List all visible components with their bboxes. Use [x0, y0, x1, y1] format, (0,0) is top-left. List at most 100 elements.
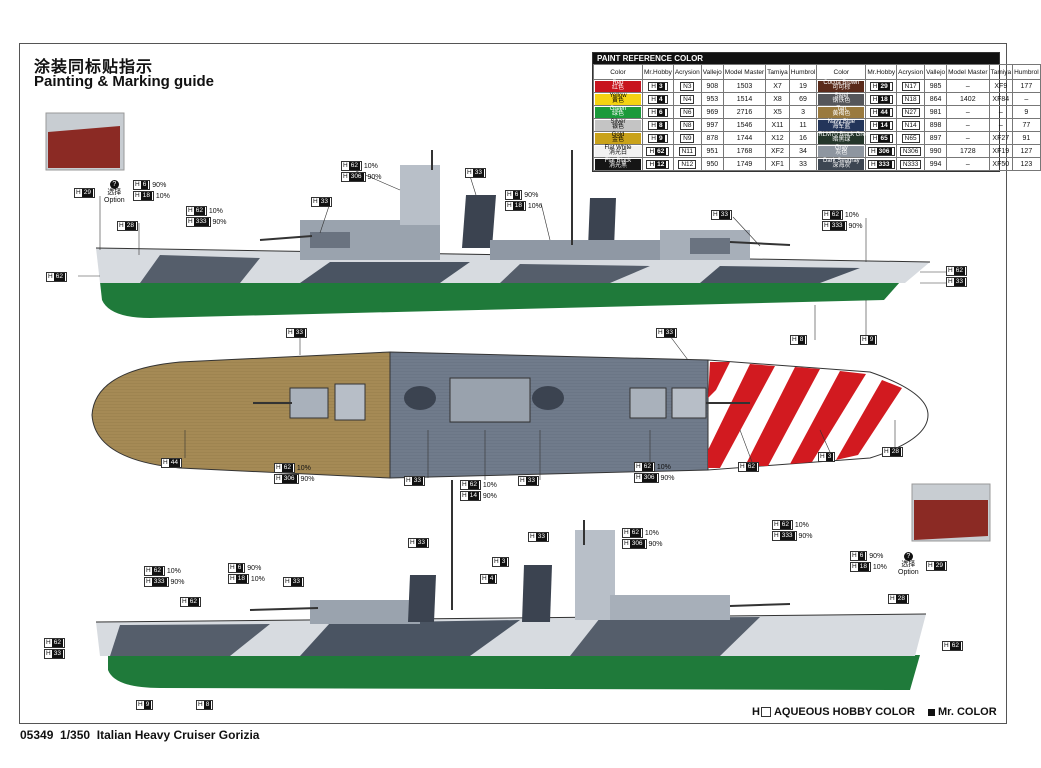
paint-acrysion: N17 — [896, 79, 926, 93]
paint-acrysion: N6 — [672, 105, 702, 119]
turret-a-top — [289, 387, 329, 419]
funnel-port-2 — [522, 565, 552, 622]
bridge-tower — [400, 165, 440, 225]
paint-mm: 1749 — [722, 157, 767, 171]
turret-c-top — [629, 387, 667, 419]
title-chinese: 涂装同标贴指示 — [34, 59, 154, 76]
superstructure-port-fore — [610, 595, 730, 620]
turret-a — [310, 232, 350, 248]
superstructure-port-aft — [310, 600, 420, 624]
paint-acrysion: N12 — [672, 157, 702, 171]
paint-humbrol: 33 — [788, 157, 818, 171]
paint-acrysion: N306 — [896, 144, 926, 158]
bridge-tower-port — [575, 530, 615, 620]
legend-mr-color: Mr. COLOR — [928, 706, 997, 718]
side-profile-port — [95, 480, 927, 690]
turret-d — [690, 238, 730, 254]
deck-plan — [91, 351, 929, 479]
funnel-top-1 — [404, 386, 436, 410]
camo-bottom-3 — [570, 617, 760, 656]
funnel-top-2 — [532, 386, 564, 410]
turret-b-top — [334, 383, 366, 421]
turret-d-top — [671, 387, 707, 419]
option-question-icon: ? — [109, 180, 119, 189]
leader-lines — [78, 170, 946, 480]
funnel-2 — [588, 198, 616, 248]
product-code: 05349 — [20, 728, 54, 742]
product-name: Italian Heavy Cruiser Gorizia — [96, 728, 260, 742]
superstructure-mid — [490, 240, 660, 260]
camo-bottom-1 — [110, 624, 270, 656]
gun-barrel-aft — [729, 241, 791, 246]
camo-top-2 — [300, 262, 470, 283]
funnel-1 — [462, 195, 496, 248]
option-marker-top: ? 选择 Option — [104, 180, 125, 205]
title-english: Painting & Marking guide — [34, 73, 215, 90]
camo-top-1 — [140, 255, 260, 283]
footer-product: 05349 1/350 Italian Heavy Cruiser Gorizi… — [20, 728, 259, 742]
camo-bottom-2 — [300, 620, 520, 656]
option-marker-bottom: ? 选择 Option — [898, 552, 919, 577]
option-question-icon-bottom: ? — [903, 552, 913, 561]
paint-mm: – — [946, 157, 990, 171]
paint-col-r-4: Model Master — [946, 64, 990, 80]
camo-top-4 — [700, 266, 860, 283]
hull-green-top — [100, 282, 900, 318]
option-label-en: Option — [104, 197, 125, 204]
option-label-cn: 选择 — [107, 189, 122, 196]
hull-green-bottom — [108, 655, 920, 690]
paint-vallejo: 950 — [700, 157, 724, 171]
camo-top-3 — [500, 264, 650, 283]
option-label-en-bottom: Option — [898, 569, 919, 576]
option-swatch-top — [45, 112, 125, 171]
side-profile-starboard — [95, 150, 931, 318]
